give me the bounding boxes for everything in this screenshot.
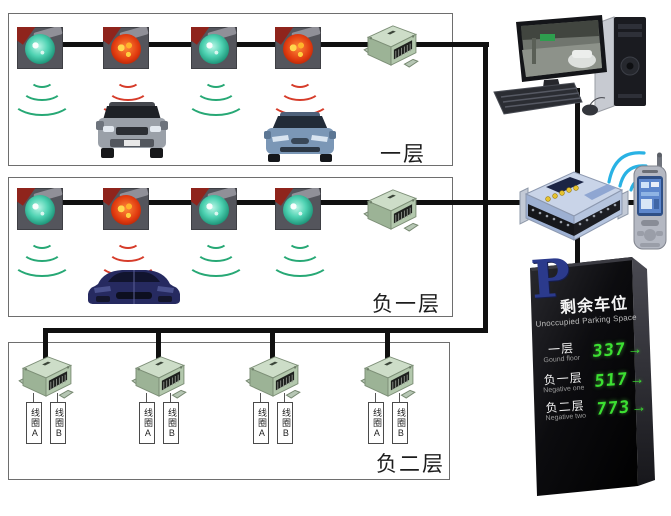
coil-lead-line <box>375 393 376 402</box>
sensor-lamp-icon <box>275 188 321 230</box>
floor1-zone <box>8 13 453 166</box>
coil-b-text: 线圈B <box>395 407 406 439</box>
coil-a-label: 线圈A <box>26 402 42 444</box>
sensor-lamp-icon <box>17 188 63 230</box>
wire-drop-2 <box>156 328 161 364</box>
ultrasonic-wave-icon <box>11 233 73 277</box>
coil-b-label: 线圈B <box>277 402 293 444</box>
parking-display-sign <box>530 257 655 496</box>
parking-sensor <box>97 27 159 116</box>
green-arrow-icon: → <box>630 398 647 417</box>
sensor-lamp-icon <box>275 27 321 69</box>
wire-floor1-bus <box>30 42 489 47</box>
basement2-zone <box>8 342 450 480</box>
wire-drop-3 <box>270 328 275 364</box>
floor1-label: 一层 <box>380 143 426 166</box>
sensor-lamp-icon <box>103 27 149 69</box>
mobile-phone-icon <box>633 152 667 250</box>
central-controller-icon <box>519 171 629 241</box>
sensor-lamp-icon <box>191 188 237 230</box>
sensor-lamp-icon <box>103 188 149 230</box>
coil-lead-line <box>399 393 400 402</box>
parking-sensor <box>97 188 159 277</box>
sign-row-value: 773 <box>595 397 632 420</box>
parking-sensor <box>11 188 73 277</box>
ultrasonic-wave-icon <box>269 72 331 116</box>
loop-detector-icon <box>130 353 188 399</box>
coil-lead-line <box>33 393 34 402</box>
coil-b-text: 线圈B <box>166 407 177 439</box>
coil-b-label: 线圈B <box>163 402 179 444</box>
coil-a-text: 线圈A <box>371 407 382 439</box>
parking-sensor <box>185 188 247 277</box>
coil-lead-line <box>284 393 285 402</box>
coil-lead-line <box>170 393 171 402</box>
coil-a-label: 线圈A <box>139 402 155 444</box>
loop-detector-icon <box>359 353 417 399</box>
loop-detector-icon <box>244 353 302 399</box>
sedan-car-icon <box>264 112 336 162</box>
sensor-lamp-icon <box>191 27 237 69</box>
sports-car-icon <box>88 270 180 304</box>
ultrasonic-wave-icon <box>185 233 247 277</box>
parking-sensor <box>185 27 247 116</box>
network-repeater-icon <box>362 22 420 68</box>
ultrasonic-wave-icon <box>11 72 73 116</box>
wire-drop-1 <box>43 328 48 364</box>
parking-sensor <box>269 188 331 277</box>
network-repeater-icon <box>362 186 420 232</box>
wire-drop-4 <box>385 328 390 364</box>
wire-basement2-bus <box>44 328 488 333</box>
coil-a-label: 线圈A <box>368 402 384 444</box>
desktop-computer-icon <box>493 15 646 116</box>
basement2-label: 负二层 <box>376 453 445 476</box>
sign-row-value: 517 <box>594 369 630 392</box>
coil-a-text: 线圈A <box>142 407 153 439</box>
coil-b-label: 线圈B <box>392 402 408 444</box>
sign-row-floor1: 一层 Gound floor 337 → <box>536 338 643 371</box>
ultrasonic-wave-icon <box>185 72 247 116</box>
sign-row-basement2: 负二层 Negative two 773 → <box>540 395 647 428</box>
coil-lead-line <box>57 393 58 402</box>
sensor-lamp-icon <box>17 27 63 69</box>
wire-basement1-bus <box>30 200 641 205</box>
coil-a-text: 线圈A <box>29 407 40 439</box>
coil-a-text: 线圈A <box>256 407 267 439</box>
basement1-label: 负一层 <box>372 293 441 316</box>
wire-trunk-vertical <box>483 42 488 333</box>
coil-b-label: 线圈B <box>50 402 66 444</box>
coil-b-text: 线圈B <box>280 407 291 439</box>
coil-lead-line <box>260 393 261 402</box>
green-arrow-icon: → <box>626 340 643 359</box>
suv-car-icon <box>96 102 168 158</box>
parking-sensor <box>269 27 331 116</box>
coil-a-label: 线圈A <box>253 402 269 444</box>
loop-detector-icon <box>17 353 75 399</box>
sign-content: P 剩余车位 Unoccupied Parking Space 一层 Gound… <box>529 247 650 495</box>
parking-sensor <box>11 27 73 116</box>
ultrasonic-wave-icon <box>269 233 331 277</box>
basement1-zone <box>8 177 453 317</box>
coil-b-text: 线圈B <box>53 407 64 439</box>
coil-lead-line <box>146 393 147 402</box>
green-arrow-icon: → <box>628 370 645 389</box>
sign-row-value: 337 <box>591 339 627 362</box>
